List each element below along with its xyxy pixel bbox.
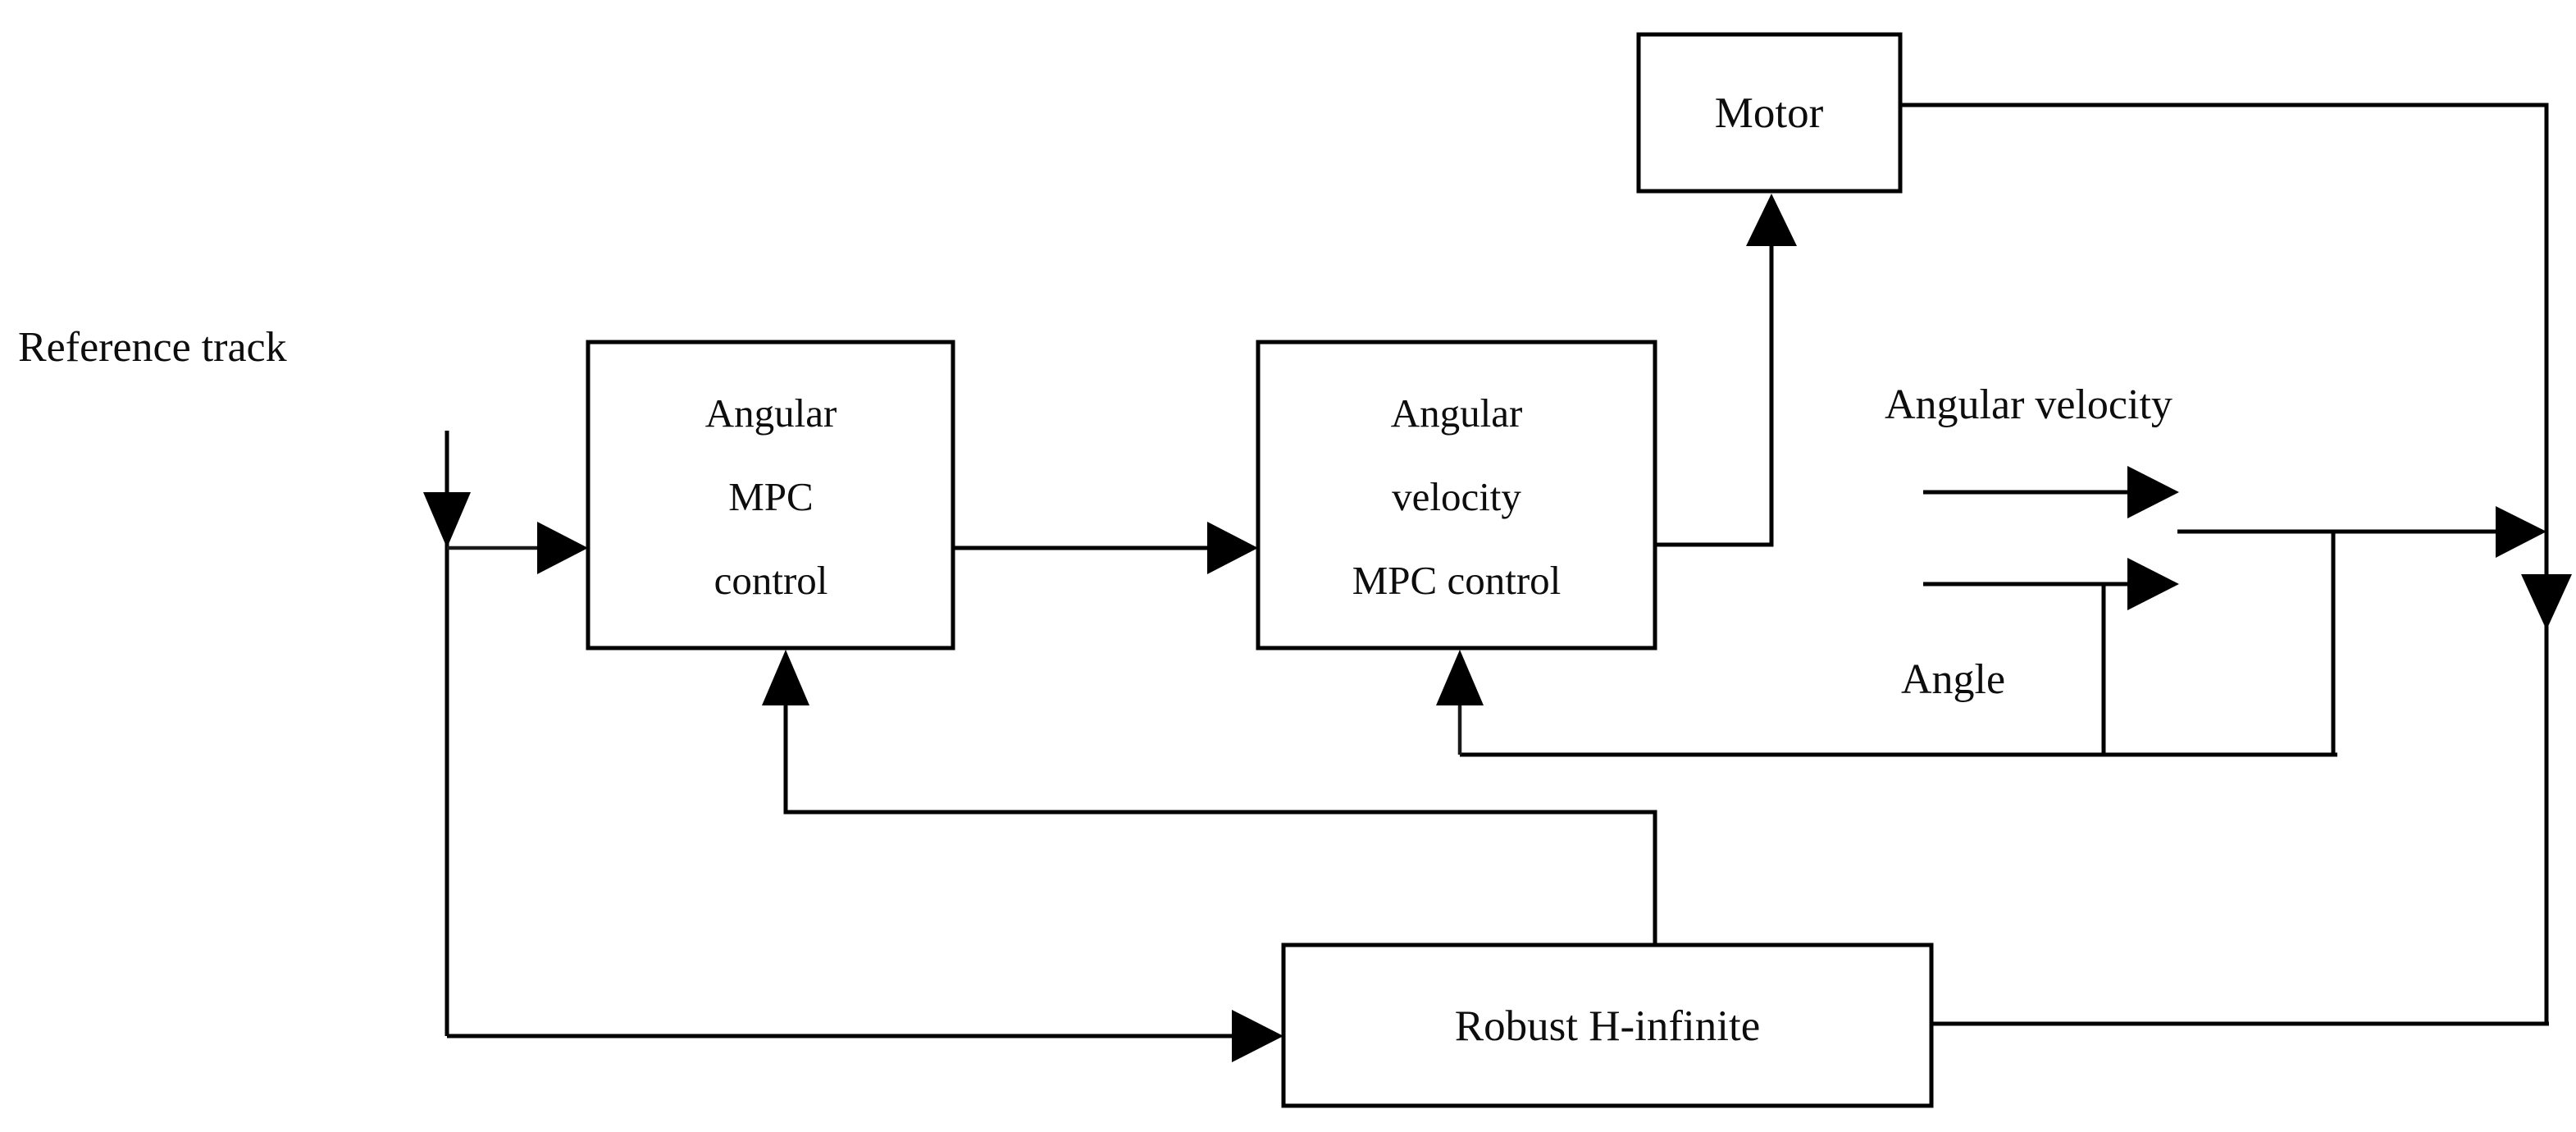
- arrowhead-into-angular-mpc-bottom-icon: [762, 650, 809, 705]
- wire-velocity-mpc-to-motor: [1655, 209, 1774, 547]
- block-velocity-mpc-line-1: Angular: [1391, 390, 1523, 436]
- block-angular-mpc-line-1: Angular: [705, 390, 837, 436]
- block-robust-h-infinite-label: Robust H-infinite: [1455, 1002, 1760, 1050]
- wire-robust-to-angular-mpc: [783, 677, 1657, 945]
- block-motor[interactable]: [1636, 32, 1903, 194]
- block-angular-velocity-mpc-control[interactable]: [1256, 340, 1657, 650]
- label-angle: Angle: [1901, 656, 2005, 703]
- arrowhead-into-robust-icon: [1232, 1010, 1283, 1062]
- block-velocity-mpc-line-2: velocity: [1392, 474, 1521, 519]
- arrowhead-right-rail-down-icon: [2521, 574, 2572, 630]
- legend-arrowhead-angular-velocity-icon: [2127, 466, 2179, 518]
- arrowhead-into-motor-icon: [1746, 194, 1797, 246]
- label-reference-track: Reference track: [18, 324, 287, 371]
- block-angular-mpc-line-2: MPC: [728, 474, 814, 519]
- arrowhead-into-velocity-mpc-icon: [1207, 522, 1258, 574]
- block-velocity-mpc-line-3: MPC control: [1352, 558, 1562, 603]
- arrowhead-into-velocity-mpc-bottom-icon: [1436, 650, 1484, 705]
- arrowhead-into-right-rail-icon: [2496, 506, 2546, 558]
- wire-motor-output-to-right-rail: [1900, 103, 2549, 1024]
- arrowhead-into-angular-mpc-icon: [537, 522, 588, 574]
- block-robust-h-infinite[interactable]: [1281, 943, 1934, 1108]
- block-motor-label: Motor: [1715, 89, 1824, 137]
- block-angular-mpc-control[interactable]: [586, 340, 955, 650]
- block-angular-mpc-line-3: control: [714, 558, 828, 603]
- label-angular-velocity: Angular velocity: [1885, 381, 2173, 428]
- arrowhead-reference-down-icon: [423, 492, 471, 548]
- legend-arrowhead-angle-icon: [2127, 558, 2179, 610]
